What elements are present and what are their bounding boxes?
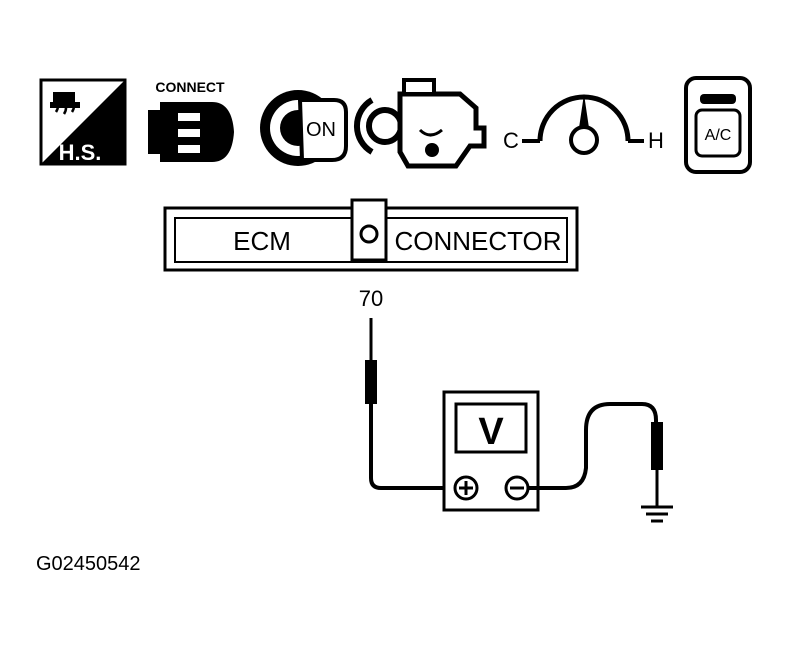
ac-label: A/C: [705, 127, 732, 144]
figure-id: G02450542: [36, 553, 141, 575]
voltmeter: V: [442, 390, 540, 512]
ignition-on-icon: ON: [260, 90, 348, 166]
positive-probe: [365, 318, 456, 490]
ignition-on-label: ON: [306, 119, 336, 141]
engine-running-icon: [353, 78, 487, 169]
voltmeter-label: V: [478, 411, 504, 453]
temperature-gauge-icon: C H: [503, 94, 664, 155]
terminal-number: 70: [359, 286, 383, 311]
positive-terminal-icon: [453, 475, 479, 501]
ecm-connector: ECM CONNECTOR: [163, 198, 579, 272]
connect-label: CONNECT: [155, 79, 225, 95]
hs-label: H.S.: [59, 140, 102, 165]
connect-icon: CONNECT: [148, 79, 234, 162]
hot-start-icon: H.S.: [39, 78, 127, 166]
ecm-connector-right-label: CONNECTOR: [394, 226, 561, 256]
negative-terminal-icon: [504, 475, 530, 501]
temp-cold-label: C: [503, 128, 519, 153]
ecm-connector-left-label: ECM: [233, 226, 291, 256]
ground-icon: [641, 505, 673, 523]
negative-probe: [528, 402, 663, 506]
temp-hot-label: H: [648, 128, 664, 153]
ac-switch-icon: A/C: [684, 76, 752, 174]
